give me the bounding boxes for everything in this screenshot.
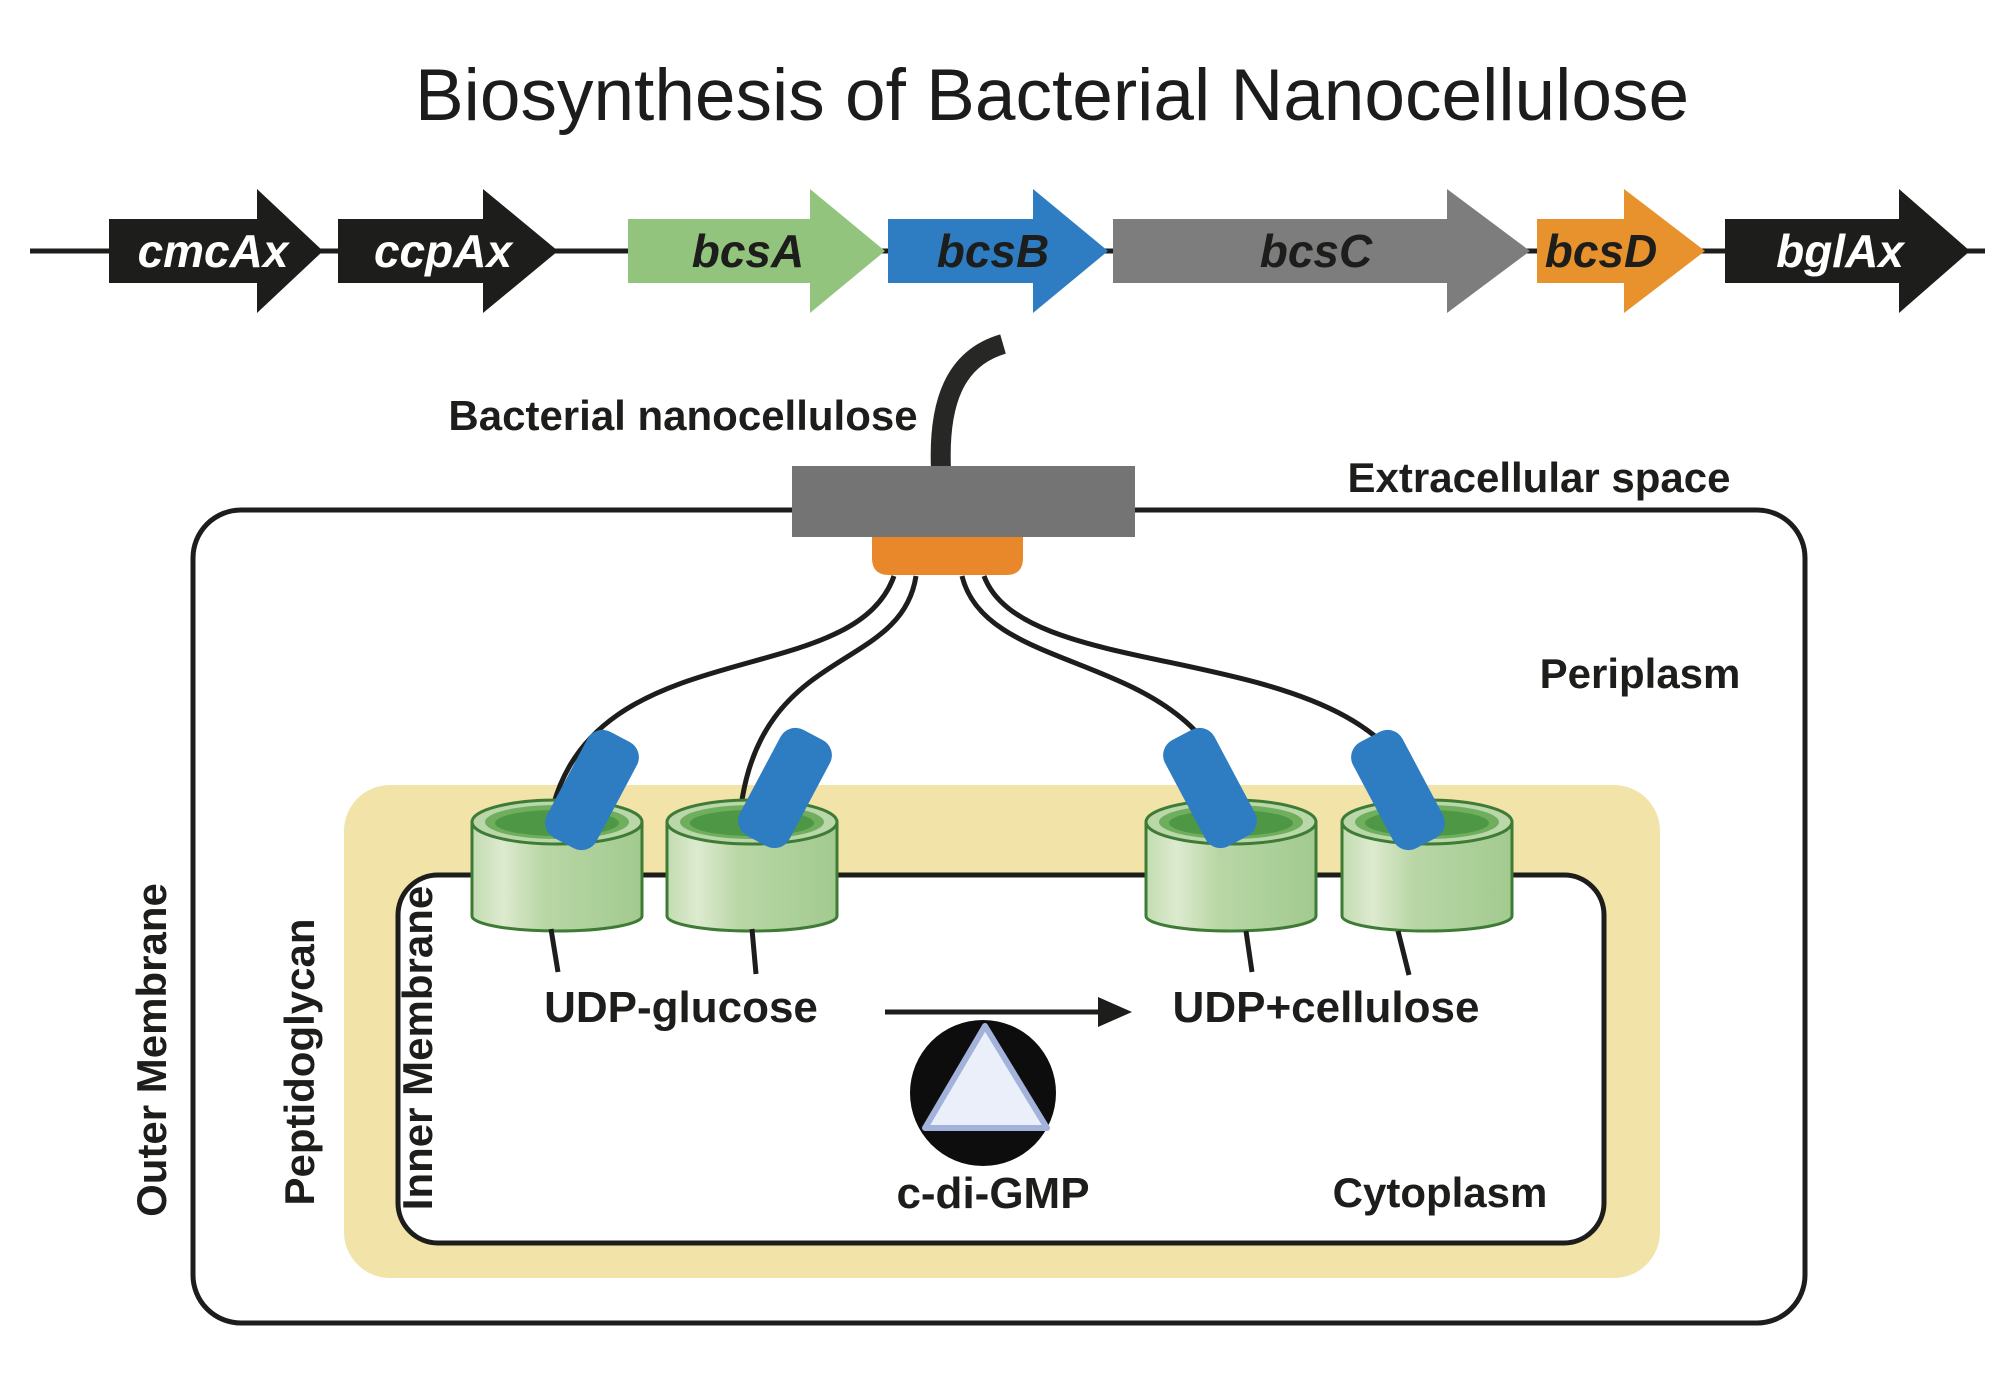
extracellular-space-label: Extracellular space (1348, 454, 1731, 501)
gene-label: bcsB (937, 225, 1049, 277)
gene-arrow-shape (1537, 189, 1705, 313)
gene-label: cmcAx (138, 225, 291, 277)
gene-label: ccpAx (374, 225, 514, 277)
substrate-label: UDP-glucose (544, 983, 818, 1032)
bcsd-subunit (872, 537, 1023, 575)
cofactor-label: c-di-GMP (896, 1169, 1089, 1218)
bcsc-outer-complex (792, 466, 1135, 537)
gene-label: bglAx (1776, 225, 1906, 277)
gene-operon-track: cmcAx ccpAx bcsA bcsB bcsC bcsD (30, 189, 1985, 313)
synthase-complexes (470, 727, 1514, 976)
product-fiber-label: Bacterial nanocellulose (448, 392, 917, 439)
gene-arrow-shape (1725, 189, 1970, 313)
bcsb-rod (1163, 727, 1257, 849)
connector-curve (735, 575, 919, 849)
connector-curve (543, 575, 897, 849)
periplasm-label: Periplasm (1540, 650, 1741, 697)
inner-membrane-label: Inner Membrane (394, 886, 441, 1210)
gene-arrow-bcsA: bcsA (628, 189, 885, 313)
outer-membrane-label: Outer Membrane (128, 883, 175, 1217)
gene-arrow-bcsB: bcsB (888, 189, 1108, 313)
gene-arrow-ccpAx: ccpAx (338, 189, 558, 313)
bcsb-rod (738, 727, 832, 849)
gene-arrow-shape (628, 189, 885, 313)
cytoplasm-label: Cytoplasm (1333, 1169, 1548, 1216)
gene-arrow-bcsD: bcsD (1537, 189, 1705, 313)
c-di-gmp-icon (910, 1020, 1056, 1166)
bcsb-rod (1351, 729, 1445, 851)
gene-arrow-shape (109, 189, 323, 313)
gene-arrow-cmcAx: cmcAx (109, 189, 323, 313)
gene-arrow-shape (888, 189, 1108, 313)
gene-arrow-shape (1113, 189, 1530, 313)
gene-arrow-shape (338, 189, 558, 313)
arrowhead-icon (1098, 997, 1132, 1027)
product-label: UDP+cellulose (1173, 983, 1480, 1032)
page-title: Biosynthesis of Bacterial Nanocellulose (415, 55, 1689, 136)
gene-arrow-bcsC: bcsC (1113, 189, 1530, 313)
gene-label: bcsA (692, 225, 804, 277)
gene-arrow-bglAx: bglAx (1725, 189, 1970, 313)
gene-label: bcsD (1545, 225, 1657, 277)
bcsb-rod (545, 729, 639, 851)
peptidoglycan-label: Peptidoglycan (276, 918, 323, 1205)
nanocellulose-fiber (930, 334, 1007, 471)
cylinder-pointer-lines (548, 928, 1412, 976)
gene-label: bcsC (1260, 225, 1373, 277)
reaction-arrow (885, 997, 1132, 1027)
